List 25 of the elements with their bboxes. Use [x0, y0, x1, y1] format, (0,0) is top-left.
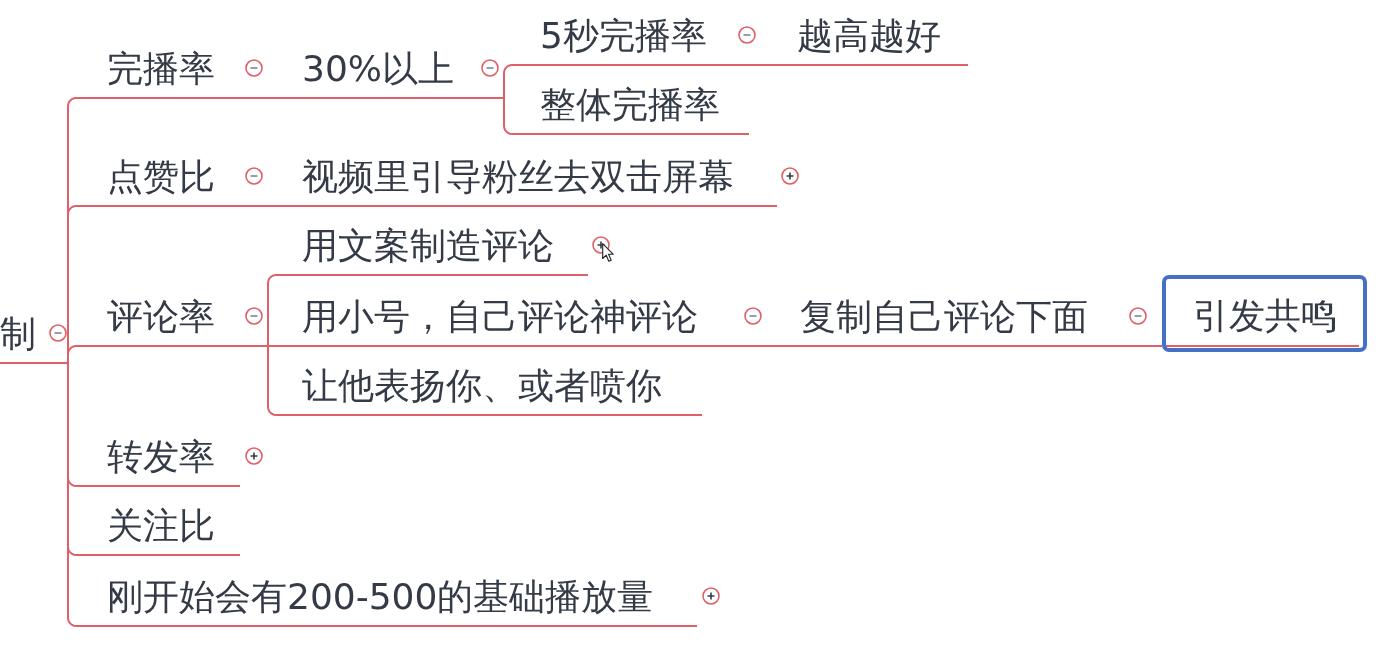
topic-label: 完播率 [76, 43, 236, 99]
branch-line [729, 345, 779, 347]
topic-label: 复制自己评论下面 [778, 291, 1120, 347]
topic-label: 5秒完播率 [512, 10, 728, 66]
branch-line [727, 64, 777, 66]
root-topic: 制 [0, 308, 44, 364]
topic-label: 关注比 [76, 500, 240, 556]
topic-label: 用小号，自己评论神评论 [276, 291, 730, 347]
topic-label: 转发率 [76, 431, 240, 487]
topic-label: 刚开始会有200-500的基础播放量 [76, 571, 697, 627]
topic-label: 30%以上 [282, 43, 474, 99]
topic-label: 评论率 [76, 291, 236, 347]
branch-line [235, 97, 283, 99]
branch-line [43, 362, 77, 627]
topic-label: 越高越好 [776, 10, 968, 66]
topic-label: 视频里引导粉丝去双击屏幕 [282, 151, 777, 207]
branch-line [1119, 345, 1163, 347]
selected-topic: 引发共鸣 [1162, 275, 1367, 352]
branch-line [235, 205, 283, 207]
topic-label: 让他表扬你、或者喷你 [276, 360, 702, 416]
topic-label: 用文案制造评论 [276, 220, 588, 276]
topic-label: 整体完播率 [512, 79, 749, 135]
branch-line [235, 345, 277, 416]
topic-label: 点赞比 [76, 151, 236, 207]
branch-line [473, 97, 513, 135]
